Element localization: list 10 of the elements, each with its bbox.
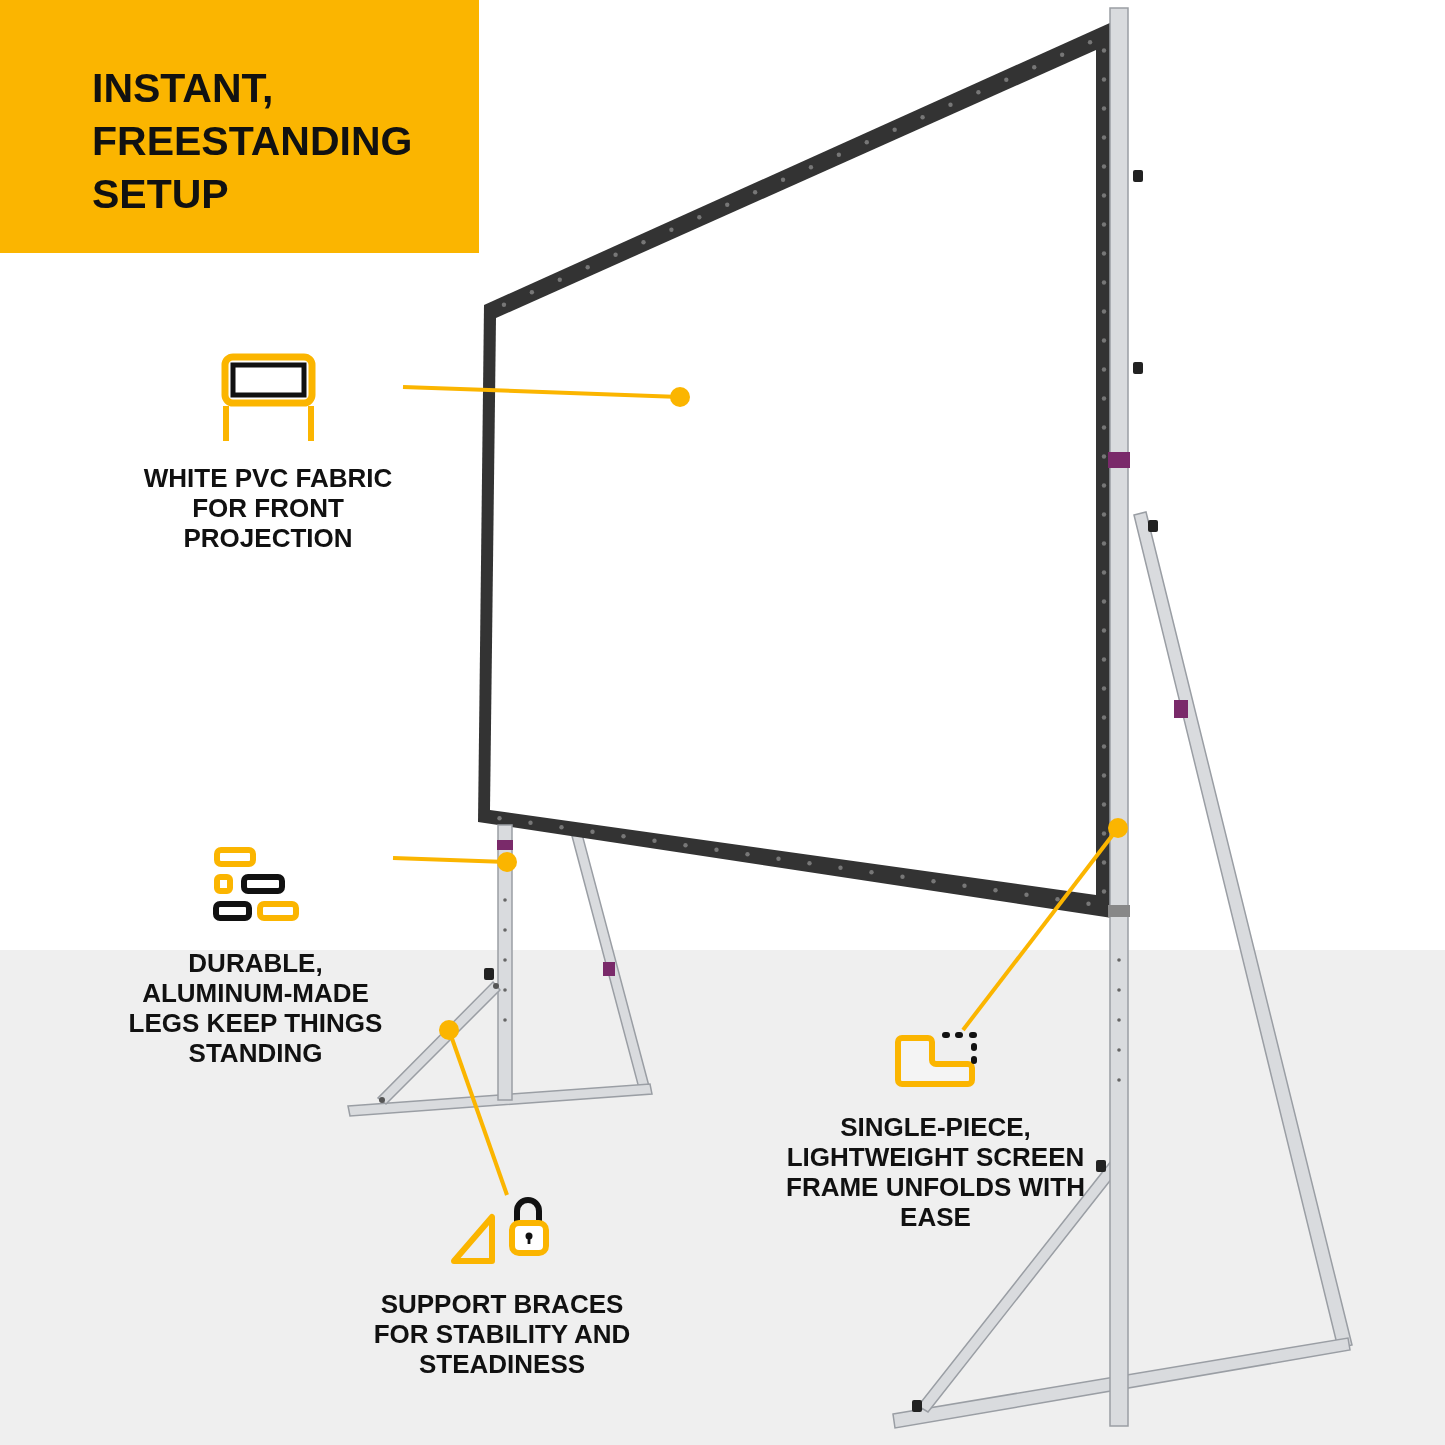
callout-text: SUPPORT BRACES FOR STABILITY AND STEADINESS xyxy=(372,1289,632,1379)
callout-text: DURABLE, ALUMINUM-MADE LEGS KEEP THINGS STANDING xyxy=(127,948,384,1068)
callout-text: WHITE PVC FABRIC FOR FRONT PROJECTION xyxy=(142,463,394,553)
frame-post xyxy=(1108,7,1130,1427)
leader-line xyxy=(402,385,690,407)
projection-screen xyxy=(478,22,1112,918)
callout-text: SINGLE-PIECE, LIGHTWEIGHT SCREEN FRAME UNFOLDS WITH EASE xyxy=(785,1112,1086,1232)
leader-line xyxy=(392,852,517,872)
leader-line xyxy=(439,1020,509,1196)
title: INSTANT, FREESTANDING SETUP xyxy=(92,64,414,219)
